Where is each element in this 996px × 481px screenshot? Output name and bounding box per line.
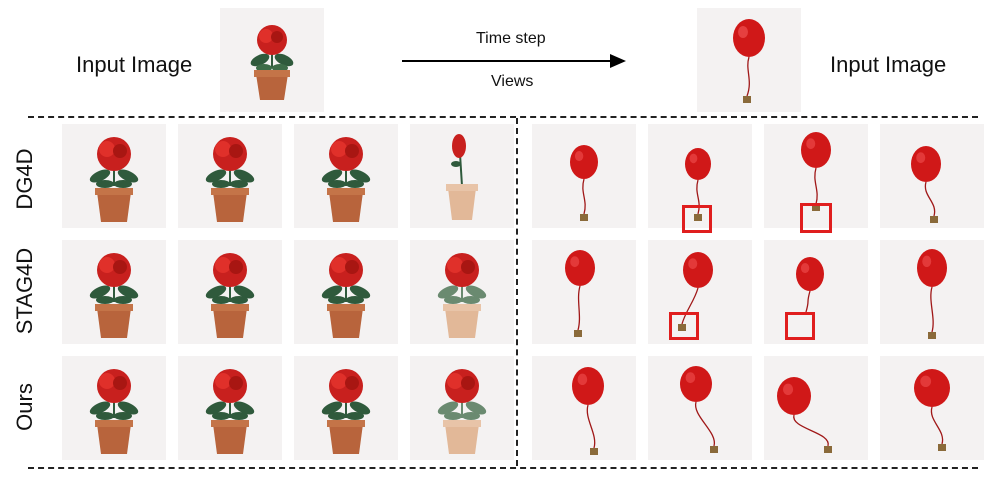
- ours-balloon-view-3: [764, 356, 868, 460]
- rose-pot-icon: [250, 25, 294, 100]
- balloon-icon: [733, 19, 765, 103]
- dg4d-rose-view-3: [294, 124, 398, 228]
- ours-balloon-view-1: [532, 356, 636, 460]
- stag4d-rose-view-4: [410, 240, 514, 344]
- stag4d-rose-view-1: [62, 240, 166, 344]
- ours-rose-view-2: [178, 356, 282, 460]
- dg4d-rose-view-2: [178, 124, 282, 228]
- stag4d-balloon-view-1: [532, 240, 636, 344]
- row-label-dg4d: DG4D: [12, 148, 37, 210]
- highlight-box-3: [669, 312, 699, 340]
- right-input-label: Input Image: [830, 52, 947, 77]
- dg4d-balloon-view-4: [880, 124, 984, 228]
- input-rose-image: [220, 8, 324, 112]
- stag4d-rose-view-2: [178, 240, 282, 344]
- dg4d-balloon-view-3: [764, 124, 868, 228]
- left-input-label: Input Image: [76, 52, 193, 77]
- highlight-box-2: [800, 203, 832, 233]
- bottom-separator: [28, 467, 978, 469]
- stag4d-rose-view-3: [294, 240, 398, 344]
- dg4d-balloon-view-1: [532, 124, 636, 228]
- top-separator: [28, 116, 978, 118]
- row-label-ours: Ours: [12, 383, 37, 431]
- row-label-stag4d: STAG4D: [12, 247, 37, 335]
- dg4d-balloon-view-2: [648, 124, 752, 228]
- dg4d-rose-view-4: [410, 124, 514, 228]
- dg4d-rose-view-1: [62, 124, 166, 228]
- stag4d-balloon-view-4: [880, 240, 984, 344]
- arrow-top-label: Time step: [476, 30, 546, 47]
- ours-rose-view-3: [294, 356, 398, 460]
- input-balloon-image: [697, 8, 801, 112]
- stag4d-balloon-view-3: [764, 240, 868, 344]
- arrow-bottom-label: Views: [491, 73, 534, 90]
- ours-balloon-view-4: [880, 356, 984, 460]
- highlight-box-4: [785, 312, 815, 340]
- arrow-right-icon: [402, 54, 626, 68]
- highlight-box-1: [682, 205, 712, 233]
- center-separator: [516, 118, 518, 466]
- ours-rose-view-1: [62, 356, 166, 460]
- stag4d-balloon-view-2: [648, 240, 752, 344]
- ours-balloon-view-2: [648, 356, 752, 460]
- ours-rose-view-4: [410, 356, 514, 460]
